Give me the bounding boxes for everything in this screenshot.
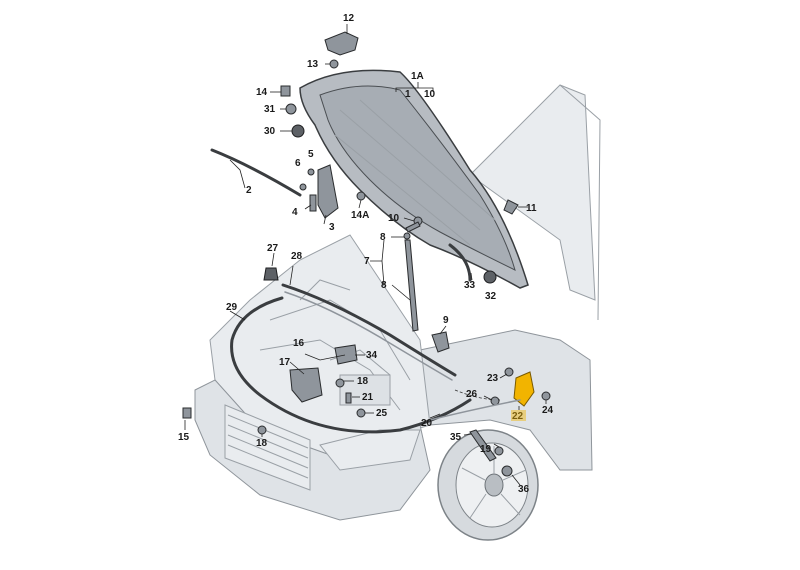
label-34: 34 <box>366 350 378 361</box>
part-14A <box>356 191 366 201</box>
part-20-cable <box>429 399 521 421</box>
label-27: 27 <box>267 243 279 254</box>
label-29: 29 <box>226 302 238 313</box>
part-6 <box>299 183 307 191</box>
label-22: 22 <box>512 411 524 422</box>
label-20: 20 <box>421 418 433 429</box>
label-26: 26 <box>466 389 478 400</box>
callout-labels: 12 13 1A 1 10 14 31 30 5 6 2 4 14A 3 11 … <box>178 13 554 495</box>
front-wheel <box>437 429 539 541</box>
part-36 <box>501 465 513 477</box>
part-2-seal <box>210 148 302 197</box>
label-12: 12 <box>343 13 355 24</box>
label-33: 33 <box>464 280 476 291</box>
part-19 <box>494 446 504 456</box>
part-30 <box>291 124 305 138</box>
part-33 <box>448 243 472 282</box>
label-1: 1 <box>405 89 411 100</box>
label-18-bottom: 18 <box>256 438 268 449</box>
label-17: 17 <box>279 357 291 368</box>
part-22-release-handle <box>513 371 535 407</box>
label-36: 36 <box>518 484 530 495</box>
part-15 <box>182 407 192 419</box>
label-1A: 1A <box>411 71 424 82</box>
parts <box>182 31 551 477</box>
label-18-mid: 18 <box>357 376 369 387</box>
label-14: 14 <box>256 87 268 98</box>
part-8-top <box>403 232 411 240</box>
part-12-hinge <box>324 31 359 56</box>
part-24 <box>541 391 551 401</box>
part-17-latch <box>289 367 323 403</box>
label-10-top: 10 <box>424 89 436 100</box>
label-13: 13 <box>307 59 319 70</box>
label-24: 24 <box>542 405 554 416</box>
part-29-seal <box>230 296 472 434</box>
label-10-strut: 10 <box>388 213 400 224</box>
label-21: 21 <box>362 392 374 403</box>
label-11: 11 <box>526 203 537 214</box>
label-25: 25 <box>376 408 388 419</box>
label-8-top: 8 <box>380 232 386 243</box>
part-28-seal-in <box>284 291 453 381</box>
part-21 <box>345 392 352 404</box>
label-23: 23 <box>487 373 499 384</box>
part-14 <box>280 85 291 97</box>
leader-lines <box>184 24 547 486</box>
label-19: 19 <box>480 444 492 455</box>
part-5 <box>307 168 315 176</box>
label-16: 16 <box>293 338 305 349</box>
part-4 <box>309 194 317 212</box>
grille-slats <box>227 414 309 479</box>
part-10-rod <box>405 221 421 233</box>
label-4: 4 <box>292 207 298 218</box>
hood <box>299 69 529 289</box>
label-8-bottom: 8 <box>381 280 387 291</box>
label-22-highlight <box>511 410 526 421</box>
part-25 <box>356 408 366 418</box>
label-3: 3 <box>329 222 335 233</box>
label-9: 9 <box>443 315 449 326</box>
label-28: 28 <box>291 251 303 262</box>
part-18-a <box>335 378 345 388</box>
part-27 <box>263 267 279 281</box>
part-34 <box>334 344 358 365</box>
part-7-strut <box>404 239 419 332</box>
label-32: 32 <box>485 291 497 302</box>
part-32 <box>483 270 497 284</box>
label-2: 2 <box>246 185 252 196</box>
label-7: 7 <box>364 256 370 267</box>
label-30: 30 <box>264 126 276 137</box>
label-31: 31 <box>264 104 276 115</box>
part-35-rod <box>469 429 497 462</box>
part-31 <box>285 103 297 115</box>
part-3-hinge <box>317 164 339 219</box>
part-11 <box>503 199 519 215</box>
part-28-seal <box>281 283 457 377</box>
part-13 <box>329 59 339 69</box>
label-15: 15 <box>178 432 190 443</box>
part-9 <box>431 331 450 353</box>
part-18-b <box>257 425 267 435</box>
label-35: 35 <box>450 432 462 443</box>
label-14A: 14A <box>351 210 369 221</box>
label-6: 6 <box>295 158 301 169</box>
label-5: 5 <box>308 149 314 160</box>
